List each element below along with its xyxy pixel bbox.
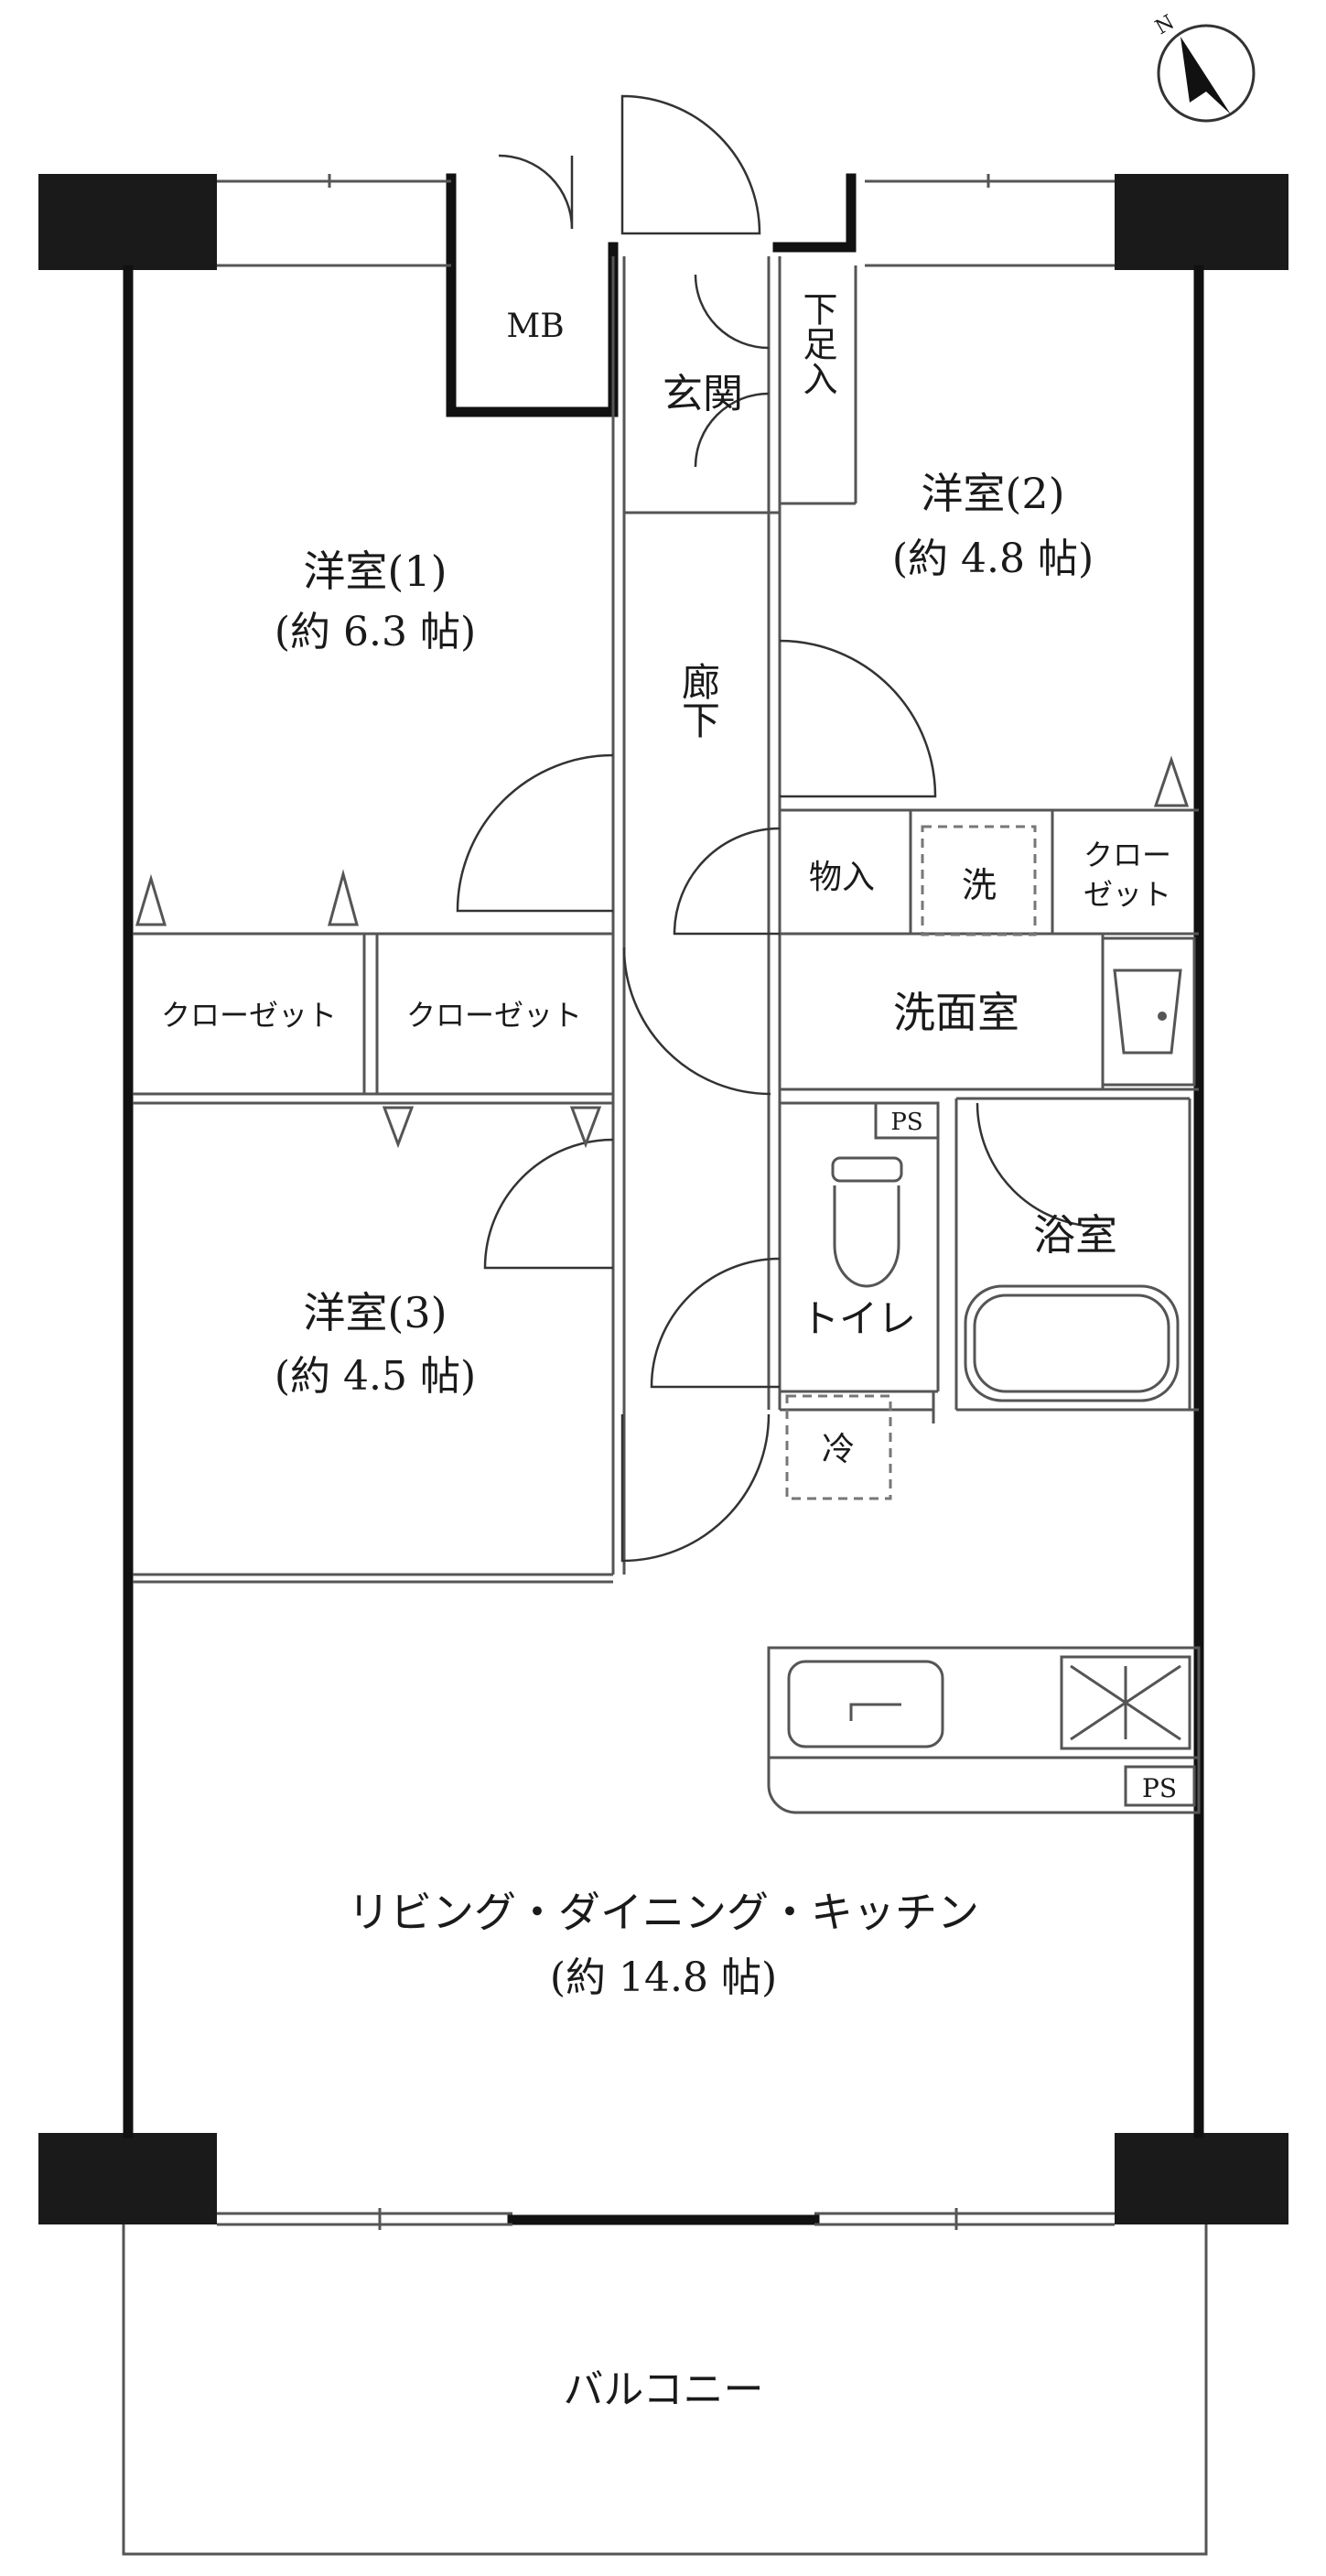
ps-top-label: PS — [890, 1109, 922, 1136]
western-room-3-size: (約 4.5 帖) — [275, 1353, 476, 1400]
toilet-fixture — [831, 1156, 903, 1288]
washroom-label: 洗面室 — [893, 988, 1019, 1037]
ldk-size: (約 14.8 帖) — [550, 1954, 777, 2001]
interior-partitions — [133, 256, 1199, 1584]
column-bottom-right — [1115, 2133, 1288, 2224]
wall-mb-box — [446, 173, 619, 417]
western-room-1-size: (約 6.3 帖) — [275, 609, 476, 655]
ps-kitchen-label: PS — [1142, 1773, 1177, 1803]
compass: N — [1152, 11, 1256, 123]
western-room-3-name: 洋室(3) — [303, 1288, 447, 1337]
kitchen-counter — [767, 1646, 1201, 1814]
compass-circle — [1157, 24, 1256, 123]
column-top-left — [38, 174, 217, 270]
western-room-2-name: 洋室(2) — [921, 469, 1064, 518]
balcony-outline — [122, 2224, 1208, 2556]
column-bottom-left — [38, 2133, 217, 2224]
small-closet-label-line-1: クロー — [1083, 838, 1171, 872]
storage-label: 物入 — [809, 859, 875, 896]
western-room-2-size: (約 4.8 帖) — [892, 536, 1094, 582]
compass-north-label: N — [1152, 11, 1179, 39]
window-bottom-right — [814, 2208, 1115, 2230]
kitchen-sink — [787, 1660, 944, 1748]
washer-label: 洗 — [962, 865, 997, 905]
balcony-label: バルコニー — [563, 2366, 763, 2413]
western-room-1-name: 洋室(1) — [303, 547, 447, 596]
shoe-storage-label: 下足入 — [797, 291, 837, 395]
ldk-name: リビング・ダイニング・キッチン — [348, 1888, 979, 1937]
mb-label: MB — [506, 308, 564, 345]
bathroom-label: 浴室 — [1033, 1210, 1117, 1260]
closet-a-label: クローゼット — [161, 998, 337, 1033]
bathtub-fixture — [964, 1284, 1180, 1402]
cooktop — [1060, 1655, 1191, 1750]
window-top-right — [865, 174, 1115, 267]
window-top-left — [217, 174, 451, 267]
window-bottom-left — [217, 2208, 512, 2230]
hallway-label: 廊下 — [676, 662, 721, 739]
small-closet-label-line-2: ゼット — [1083, 877, 1171, 912]
wall-entrance-notch — [772, 173, 857, 253]
column-top-right — [1115, 174, 1288, 270]
wash-basin-fixture — [1101, 936, 1196, 1087]
fridge-space — [785, 1394, 892, 1500]
fridge-label: 冷 — [822, 1431, 855, 1468]
toilet-label: トイレ — [801, 1296, 916, 1341]
ps-top-box — [874, 1101, 940, 1140]
compass-arrow-icon — [1180, 37, 1231, 114]
genkan-label: 玄関 — [663, 371, 743, 417]
closet-markers — [135, 755, 1190, 1149]
closet-b-label: クローゼット — [406, 998, 582, 1033]
